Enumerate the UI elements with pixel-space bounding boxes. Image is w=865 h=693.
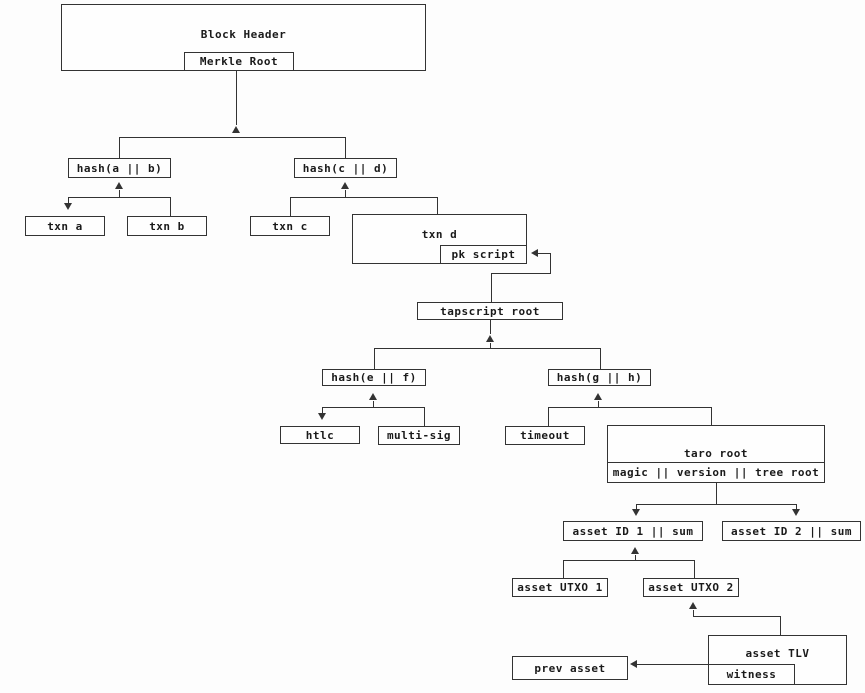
- connector-line: [119, 137, 346, 138]
- node-txn-b: txn b: [127, 216, 207, 236]
- connector-line: [636, 504, 797, 505]
- arrow-up-icon: [486, 335, 494, 342]
- connector-line: [796, 504, 797, 509]
- connector-line: [373, 401, 374, 407]
- arrow-up-icon: [232, 126, 240, 133]
- node-label-taro-fields: magic || version || tree root: [612, 466, 820, 479]
- node-txn-a: txn a: [25, 216, 105, 236]
- connector-line: [693, 610, 694, 616]
- connector-line: [598, 401, 599, 407]
- node-label-block-header: Block Header: [200, 28, 287, 41]
- node-timeout: timeout: [505, 426, 585, 445]
- connector-line: [600, 348, 601, 369]
- node-label-taro-root: taro root: [683, 447, 749, 460]
- connector-line: [374, 348, 601, 349]
- connector-line: [437, 197, 438, 214]
- connector-line: [374, 348, 375, 369]
- connector-line: [563, 560, 564, 578]
- connector-line: [345, 190, 346, 197]
- arrow-left-icon: [630, 660, 637, 668]
- node-hash-gh: hash(g || h): [548, 369, 651, 386]
- connector-line: [548, 407, 549, 426]
- node-merkle-root: Merkle Root: [184, 52, 294, 71]
- arrow-down-icon: [632, 509, 640, 516]
- connector-line: [491, 273, 492, 302]
- node-asset-id-2: asset ID 2 || sum: [722, 521, 861, 541]
- connector-line: [780, 616, 781, 635]
- connector-line: [119, 137, 120, 159]
- connector-line: [236, 71, 237, 125]
- node-label-txn-d: txn d: [421, 228, 458, 241]
- arrow-up-icon: [369, 393, 377, 400]
- connector-line: [693, 616, 781, 617]
- node-multi-sig: multi-sig: [378, 426, 460, 445]
- arrow-down-icon: [318, 413, 326, 420]
- node-hash-cd: hash(c || d): [294, 158, 397, 178]
- arrow-up-icon: [115, 182, 123, 189]
- connector-line: [322, 407, 323, 413]
- node-hash-ab: hash(a || b): [68, 158, 171, 178]
- arrow-down-icon: [64, 203, 72, 210]
- node-asset-id-1: asset ID 1 || sum: [563, 521, 703, 541]
- node-pk-script: pk script: [440, 245, 527, 264]
- connector-line: [290, 197, 291, 216]
- connector-line: [716, 483, 717, 504]
- node-hash-ef: hash(e || f): [322, 369, 426, 386]
- connector-line: [345, 137, 346, 159]
- arrow-down-icon: [792, 509, 800, 516]
- node-htlc: htlc: [280, 426, 360, 444]
- node-tapscript-root: tapscript root: [417, 302, 563, 320]
- connector-line: [490, 320, 491, 334]
- arrow-up-icon: [631, 547, 639, 554]
- connector-line: [290, 197, 438, 198]
- connector-line: [119, 190, 120, 197]
- connector-line: [637, 664, 708, 665]
- node-txn-c: txn c: [250, 216, 330, 236]
- arrow-up-icon: [594, 393, 602, 400]
- connector-line: [550, 253, 551, 274]
- node-taro-root: taro root magic || version || tree root: [607, 425, 825, 483]
- connector-line: [548, 407, 712, 408]
- connector-line: [170, 197, 171, 216]
- node-label-asset-tlv: asset TLV: [745, 647, 810, 660]
- connector-line: [538, 253, 551, 254]
- connector-line: [424, 407, 425, 426]
- node-witness: witness: [708, 664, 795, 685]
- node-prev-asset: prev asset: [512, 656, 628, 680]
- connector-line: [711, 407, 712, 425]
- node-asset-utxo-2: asset UTXO 2: [643, 578, 739, 597]
- connector-line: [635, 555, 636, 560]
- arrow-up-icon: [689, 602, 697, 609]
- node-taro-fields: magic || version || tree root: [608, 462, 824, 482]
- connector-line: [68, 197, 69, 203]
- arrow-left-icon: [531, 249, 538, 257]
- connector-line: [491, 273, 551, 274]
- connector-line: [563, 560, 695, 561]
- connector-line: [322, 407, 425, 408]
- connector-line: [694, 560, 695, 578]
- connector-line: [636, 504, 637, 509]
- connector-line: [490, 343, 491, 348]
- arrow-up-icon: [341, 182, 349, 189]
- connector-line: [68, 197, 171, 198]
- node-asset-utxo-1: asset UTXO 1: [512, 578, 608, 597]
